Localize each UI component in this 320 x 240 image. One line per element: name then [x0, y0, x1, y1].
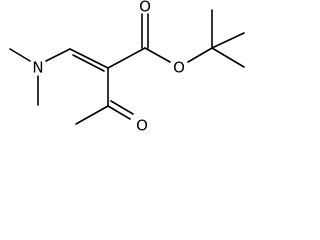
bond-n-vinyl-ch — [45, 48, 71, 62]
bond-tbutyl-methyl-right — [211, 32, 245, 49]
bond-o-tbutyl — [187, 47, 213, 63]
bond-n-methyl-upper — [9, 48, 31, 62]
bond-tbutyl-methyl-down — [211, 47, 245, 68]
bond-cc-double-1 — [69, 48, 109, 69]
bond-ketone-co-double-2 — [110, 100, 134, 115]
bond-c-ester-carbon — [107, 47, 146, 69]
atom-label-ester-oxygen: O — [173, 59, 185, 77]
bond-acetyl-methyl — [75, 105, 109, 125]
bond-ester-c-o-single — [144, 47, 171, 63]
bond-cc-double-2 — [72, 54, 105, 72]
chemical-structure: N O O O — [9, 0, 245, 135]
atom-label-nitrogen: N — [32, 59, 43, 77]
bond-ketone-co-double-1 — [107, 105, 131, 120]
atom-label-ester-carbonyl-oxygen: O — [139, 0, 151, 16]
atom-label-ketone-oxygen: O — [136, 117, 148, 135]
